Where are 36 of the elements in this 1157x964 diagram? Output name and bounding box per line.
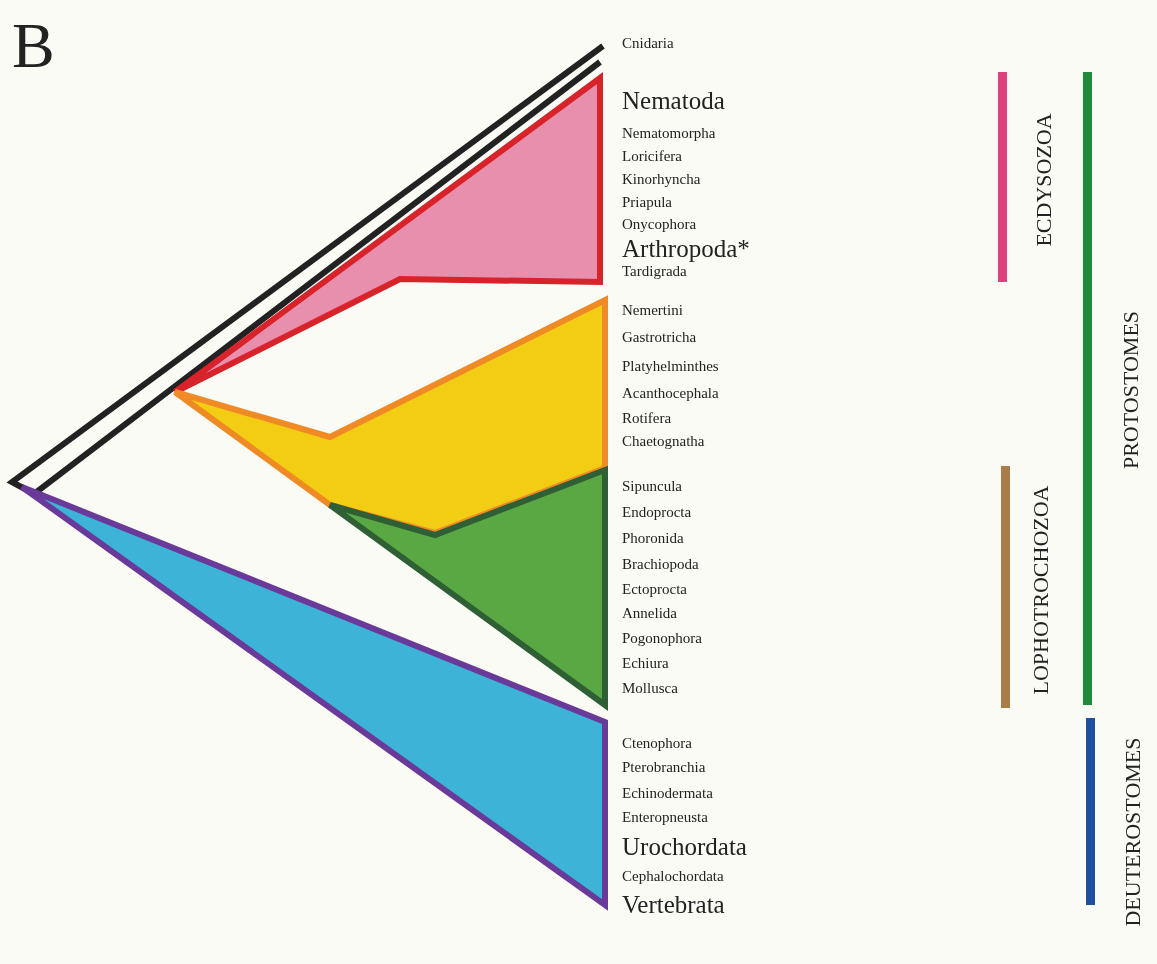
clade-label: LOPHOTROCHOZOA — [1030, 485, 1052, 695]
taxon-name: Priapula — [622, 194, 672, 210]
taxon-name: Sipuncula — [622, 478, 682, 494]
taxon-name: Arthropoda* — [622, 235, 750, 261]
taxon-name: Echinodermata — [622, 785, 713, 801]
taxon-name: Acanthocephala — [622, 385, 719, 401]
clade-label: ECDYSOZOA — [1033, 113, 1055, 247]
taxon-name: Platyhelminthes — [622, 358, 719, 374]
taxon-name: Echiura — [622, 655, 669, 671]
taxon-name: Vertebrata — [622, 891, 725, 917]
taxon-name: Onycophora — [622, 216, 697, 232]
taxon-name: Chaetognatha — [622, 433, 705, 449]
taxon-name: Rotifera — [622, 410, 672, 426]
taxon-name: Loricifera — [622, 148, 682, 164]
taxon-name: Mollusca — [622, 680, 678, 696]
taxon-name: Gastrotricha — [622, 329, 697, 345]
panel-letter: B — [12, 14, 55, 78]
taxon-name: Ctenophora — [622, 735, 692, 751]
clade-label: PROTOSTOMES — [1120, 310, 1142, 470]
taxon-name: Cnidaria — [622, 35, 674, 51]
clade-label: DEUTEROSTOMES — [1122, 737, 1144, 927]
taxon-name: Pogonophora — [622, 630, 702, 646]
taxon-name: Endoprocta — [622, 504, 692, 520]
taxon-name: Brachiopoda — [622, 556, 699, 572]
taxon-name: Cephalochordata — [622, 868, 724, 884]
taxon-name: Kinorhyncha — [622, 171, 701, 187]
taxon-name: Ectoprocta — [622, 581, 687, 597]
taxon-name: Urochordata — [622, 833, 747, 859]
taxon-name: Annelida — [622, 605, 677, 621]
taxon-name: Enteropneusta — [622, 809, 708, 825]
taxon-name: Phoronida — [622, 530, 684, 546]
taxon-name: Nematoda — [622, 87, 725, 113]
taxon-name: Pterobranchia — [622, 759, 706, 775]
taxon-name: Tardigrada — [622, 263, 687, 279]
taxon-name: Nemertini — [622, 302, 683, 318]
taxon-name: Nematomorpha — [622, 125, 716, 141]
